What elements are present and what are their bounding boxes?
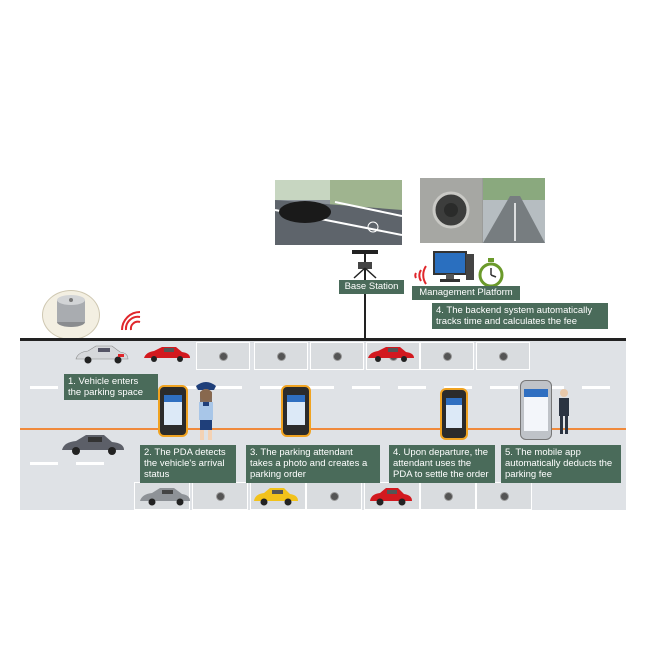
step-4-departure-label: 4. Upon departure, the attendant uses th…	[389, 445, 495, 483]
management-platform-label: Management Platform	[412, 286, 520, 300]
lane-dash	[214, 386, 242, 389]
smartphone-icon	[520, 380, 552, 440]
step-5-label: 5. The mobile app automatically deducts …	[501, 445, 621, 483]
pda-icon	[158, 385, 188, 437]
parking-slot	[476, 482, 532, 510]
pda-icon	[440, 388, 468, 440]
sensor-icon	[55, 294, 87, 333]
step-3-label: 3. The parking attendant takes a photo a…	[246, 445, 380, 483]
sensor-photo-graphic	[420, 178, 545, 243]
road-top-edge	[20, 338, 626, 341]
sensor-icon	[219, 352, 228, 361]
attendant-icon	[192, 378, 220, 447]
monitor-icon	[432, 250, 476, 291]
parking-photo	[275, 180, 402, 245]
pda-icon	[281, 385, 311, 437]
lane-dash	[260, 386, 288, 389]
signal-waves-icon	[406, 262, 432, 291]
car-icon	[368, 486, 414, 511]
base-station-label: Base Station	[339, 280, 404, 294]
lane-dash	[30, 462, 58, 465]
lane-dash	[398, 386, 426, 389]
parking-photo-graphic	[275, 180, 402, 245]
lane-dash	[352, 386, 380, 389]
lane-dash	[30, 386, 58, 389]
car-icon	[60, 433, 126, 460]
signal-waves-icon	[118, 308, 142, 337]
car-icon	[138, 486, 192, 511]
sensor-icon	[443, 352, 452, 361]
center-line	[20, 428, 626, 430]
sensor-photo	[420, 178, 545, 243]
step-2-label: 2. The PDA detects the vehicle's arrival…	[140, 445, 236, 483]
step-1-label: 1. Vehicle enters the parking space	[64, 374, 158, 400]
sensor-icon	[216, 492, 225, 501]
lane-dash	[490, 386, 518, 389]
person-icon	[556, 388, 572, 441]
sensor-icon	[499, 352, 508, 361]
sensor-icon	[444, 492, 453, 501]
base-station-pole	[364, 270, 366, 340]
lane-dash	[76, 462, 104, 465]
lane-dash	[582, 386, 610, 389]
car-icon	[366, 345, 416, 368]
sensor-icon	[330, 492, 339, 501]
sensor-icon	[333, 352, 342, 361]
car-icon	[74, 344, 130, 369]
step-4-backend-label: 4. The backend system automatically trac…	[432, 303, 608, 329]
lane-dash	[306, 386, 334, 389]
car-icon	[142, 345, 192, 368]
sensor-icon	[277, 352, 286, 361]
car-icon	[252, 486, 300, 511]
base-station-icon	[348, 250, 382, 285]
sensor-icon	[500, 492, 509, 501]
lane-dash	[444, 386, 472, 389]
